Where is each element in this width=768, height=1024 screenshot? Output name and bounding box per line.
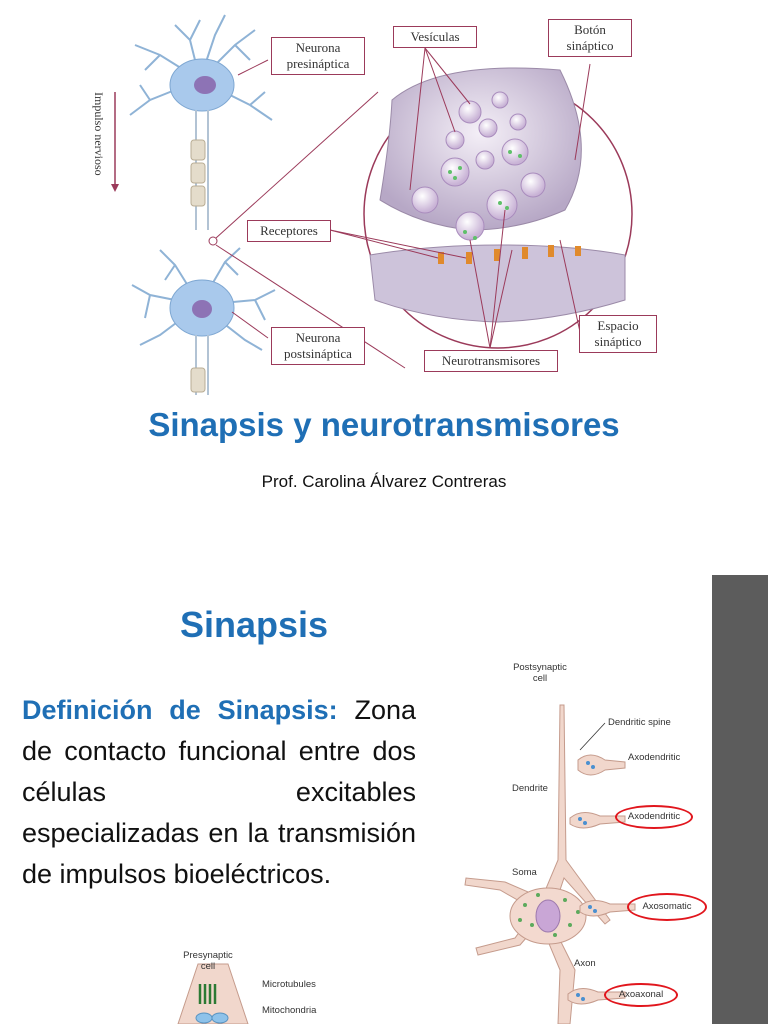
label-vesicles: Vesículas [393,26,477,48]
postsynaptic-neuron [131,247,276,351]
soma-label: Soma [512,867,537,878]
axon-label: Axon [574,958,596,969]
definition-paragraph: Definición de Sinapsis: Zona de contacto… [22,690,416,895]
axodendritic-label-top: Axodendritic [628,752,681,763]
label-synaptic-button: Botón sináptico [548,19,632,57]
label-postsynaptic-neuron: Neurona postsináptica [271,327,365,365]
definition-heading: Definición de Sinapsis: [22,695,338,725]
presynaptic-cell-label: Presynaptic cell [183,950,233,972]
label-receptors: Receptores [247,220,331,242]
author-name: Prof. Carolina Álvarez Contreras [261,472,507,491]
slide-1-title: Sinapsis y neurotransmisores [148,406,620,443]
label-neurotransmitters: Neurotransmisores [424,350,558,372]
myelin-sheath [190,139,206,207]
microtubules-label: Microtubules [262,979,316,990]
slide-2: Sinapsis Definición de Sinapsis: Zona de… [0,560,768,1024]
label-synaptic-space: Espacio sináptico [579,315,657,353]
impulse-label: Impulso nervioso [92,92,106,176]
magnified-synapse [363,67,633,349]
slide-2-title: Sinapsis [180,604,329,645]
label-presynaptic-neuron: Neurona presináptica [271,37,365,75]
synapse-illustration: Impulso nervioso [92,14,633,395]
postsynaptic-cell-label: Postsynaptic cell [513,662,567,684]
mitochondria-label: Mitochondria [262,1005,317,1016]
side-panel [712,575,768,1024]
slide-1: Impulso nervioso Neurona presináptica Ve… [92,14,657,491]
axodendritic-circled-label: Axodendritic [615,805,693,829]
definition-body: Zona de contacto funcional entre dos cél… [22,695,416,889]
dendrite-label: Dendrite [512,783,548,794]
presynaptic-terminal-diagram [177,963,249,1024]
presynaptic-neuron [129,14,273,121]
synapse-types-diagram [464,704,636,1024]
axoaxonal-label: Axoaxonal [604,983,678,1007]
axosomatic-label: Axosomatic [627,893,707,921]
slide-separator [0,520,768,560]
dendritic-spine-label: Dendritic spine [608,717,671,728]
